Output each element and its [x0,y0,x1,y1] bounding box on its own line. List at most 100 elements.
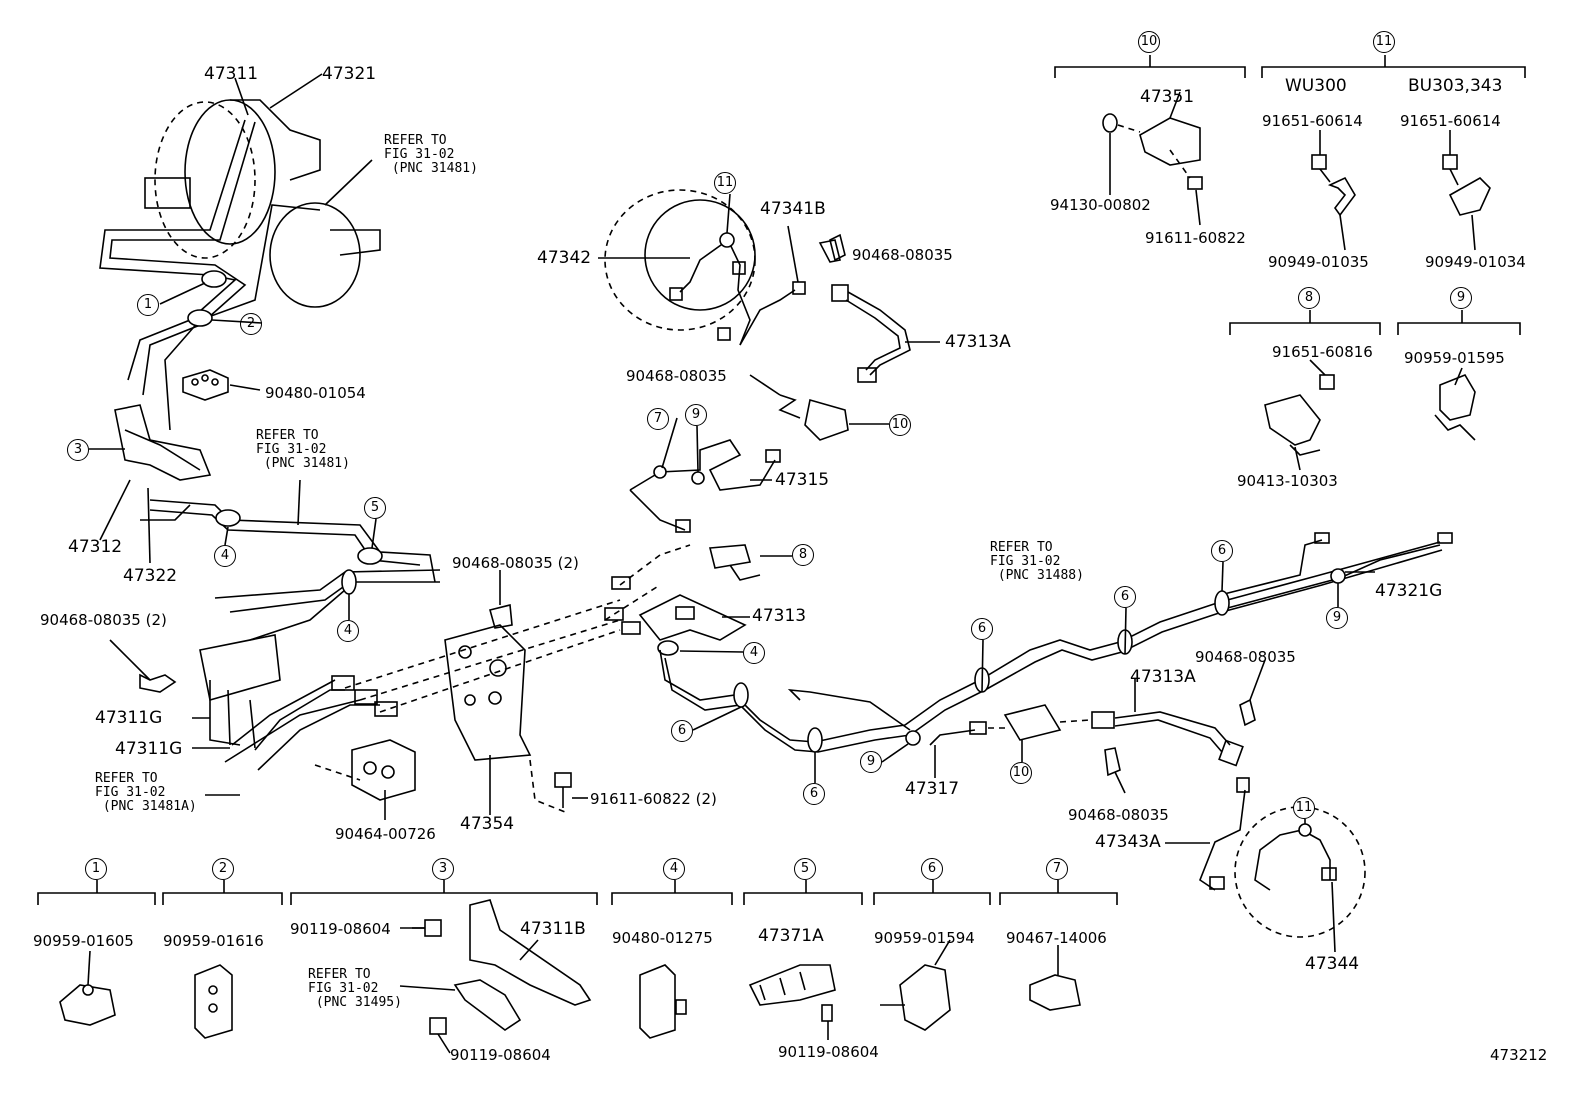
part-47313A-top: 47313A [945,332,1011,352]
part-47322: 47322 [123,566,178,586]
part-47344: 47344 [1305,954,1360,974]
part-47321G: 47321G [1375,581,1443,601]
group-10-brackets [1054,55,1526,456]
part-90468-08035-2-center: 90468-08035 (2) [452,554,579,572]
callout-9: 9 [685,404,707,426]
callout-4: 4 [743,642,765,664]
kit-6-part: 90959-01594 [874,929,975,947]
bracket-47354-drawing [444,624,532,761]
brake-booster-drawing [144,99,381,308]
callout-4: 4 [337,620,359,642]
callout-5: 5 [364,497,386,519]
callout-7: 7 [647,408,669,430]
clip-center-drawing [489,603,513,629]
callout-4: 4 [663,858,685,880]
callout-7: 7 [1046,858,1068,880]
refer-note-2: REFER TO FIG 31-02 (PNC 31481) [256,428,350,471]
callout-6: 6 [971,618,993,640]
callout-1: 1 [85,858,107,880]
part-47354: 47354 [460,814,515,834]
kit-3-part-47311B: 47311B [520,919,586,939]
part-90468-08035-2-left: 90468-08035 (2) [40,611,167,629]
variant-wu300: WU300 [1285,76,1347,96]
part-90949-01034: 90949-01034 [1425,253,1526,271]
part-91651-60614-a: 91651-60614 [1262,112,1363,130]
rear-drum-top [604,189,806,346]
part-90959-01595: 90959-01595 [1404,349,1505,367]
junction-block-drawing [199,634,398,771]
flex-hose-47313A-top [778,233,911,441]
part-47315: 47315 [775,470,830,490]
flex-hose-47313A-right [1091,698,1256,777]
part-91651-60614-b: 91651-60614 [1400,112,1501,130]
rear-drum-right [1199,777,1366,938]
clamp-90480-01054 [182,369,229,401]
callout-10: 10 [1010,762,1032,784]
part-91611-60822: 91611-60822 [1145,229,1246,247]
callout-9: 9 [860,751,882,773]
pipe-47315-drawing [629,439,781,533]
part-47313A-right: 47313A [1130,667,1196,687]
rear-pipe-run [659,532,1453,753]
callout-2: 2 [212,858,234,880]
part-90464-00726: 90464-00726 [335,825,436,843]
callout-3: 3 [432,858,454,880]
kit-5-part-47371A: 47371A [758,926,824,946]
kit-4-part: 90480-01275 [612,929,713,947]
part-47311G-upper: 47311G [95,708,163,728]
clip-top-center-drawing [818,239,841,263]
part-47311: 47311 [204,64,259,84]
callout-5: 5 [794,858,816,880]
part-90413-10303: 90413-10303 [1237,472,1338,490]
callout-9: 9 [1450,287,1472,309]
part-94130-00802: 94130-00802 [1050,196,1151,214]
part-91611-60822-2: 91611-60822 (2) [590,790,717,808]
refer-note-1: REFER TO FIG 31-02 (PNC 31481) [384,133,478,176]
clip-left-drawing [139,673,177,693]
part-47342: 47342 [537,248,592,268]
dashed-leaders-center [314,544,691,813]
callout-1: 1 [137,294,159,316]
callout-6: 6 [921,858,943,880]
clamp-90464-00726-drawing [351,739,416,801]
master-cylinder-pipes [99,119,321,431]
part-90468-08035-right: 90468-08035 [1195,648,1296,666]
callout-9: 9 [1326,607,1348,629]
callout-6: 6 [671,720,693,742]
part-47312: 47312 [68,537,123,557]
callout-11: 11 [714,172,736,194]
callout-8: 8 [1298,287,1320,309]
part-47313: 47313 [752,606,807,626]
part-90480-01054: 90480-01054 [265,384,366,402]
part-90949-01035: 90949-01035 [1268,253,1369,271]
figure-id: 473212 [1490,1046,1548,1064]
part-91651-60816: 91651-60816 [1272,343,1373,361]
callout-6: 6 [1114,586,1136,608]
callout-11: 11 [1293,797,1315,819]
kit-3-part-bolt-bottom: 90119-08604 [450,1046,551,1064]
refer-note-3: REFER TO FIG 31-02 (PNC 31481A) [95,771,197,814]
part-90468-08035-low: 90468-08035 [1068,806,1169,824]
kit-7-part: 90467-14006 [1006,929,1107,947]
valve-8-center [708,544,761,581]
callout-10: 10 [889,414,911,436]
refer-note-5: REFER TO FIG 31-02 (PNC 31495) [308,967,402,1010]
callout-4: 4 [214,545,236,567]
kit-2-part: 90959-01616 [163,932,264,950]
junction-47313-drawing [604,576,747,656]
part-90468-08035-mid: 90468-08035 [626,367,727,385]
callout-3: 3 [67,439,89,461]
part-47317: 47317 [905,779,960,799]
callout-6: 6 [803,783,825,805]
bolt-91611-60822-drawing [554,772,572,808]
variant-bu303-343: BU303,343 [1408,76,1503,96]
bracket-10-lower-drawing [929,704,1091,746]
kit-5-part-bolt: 90119-08604 [778,1043,879,1061]
part-47351: 47351 [1140,87,1195,107]
kit-rows [37,880,1118,1039]
part-47341B: 47341B [760,199,826,219]
kit-1-part: 90959-01605 [33,932,134,950]
part-47343A: 47343A [1095,832,1161,852]
callout-11: 11 [1373,31,1395,53]
